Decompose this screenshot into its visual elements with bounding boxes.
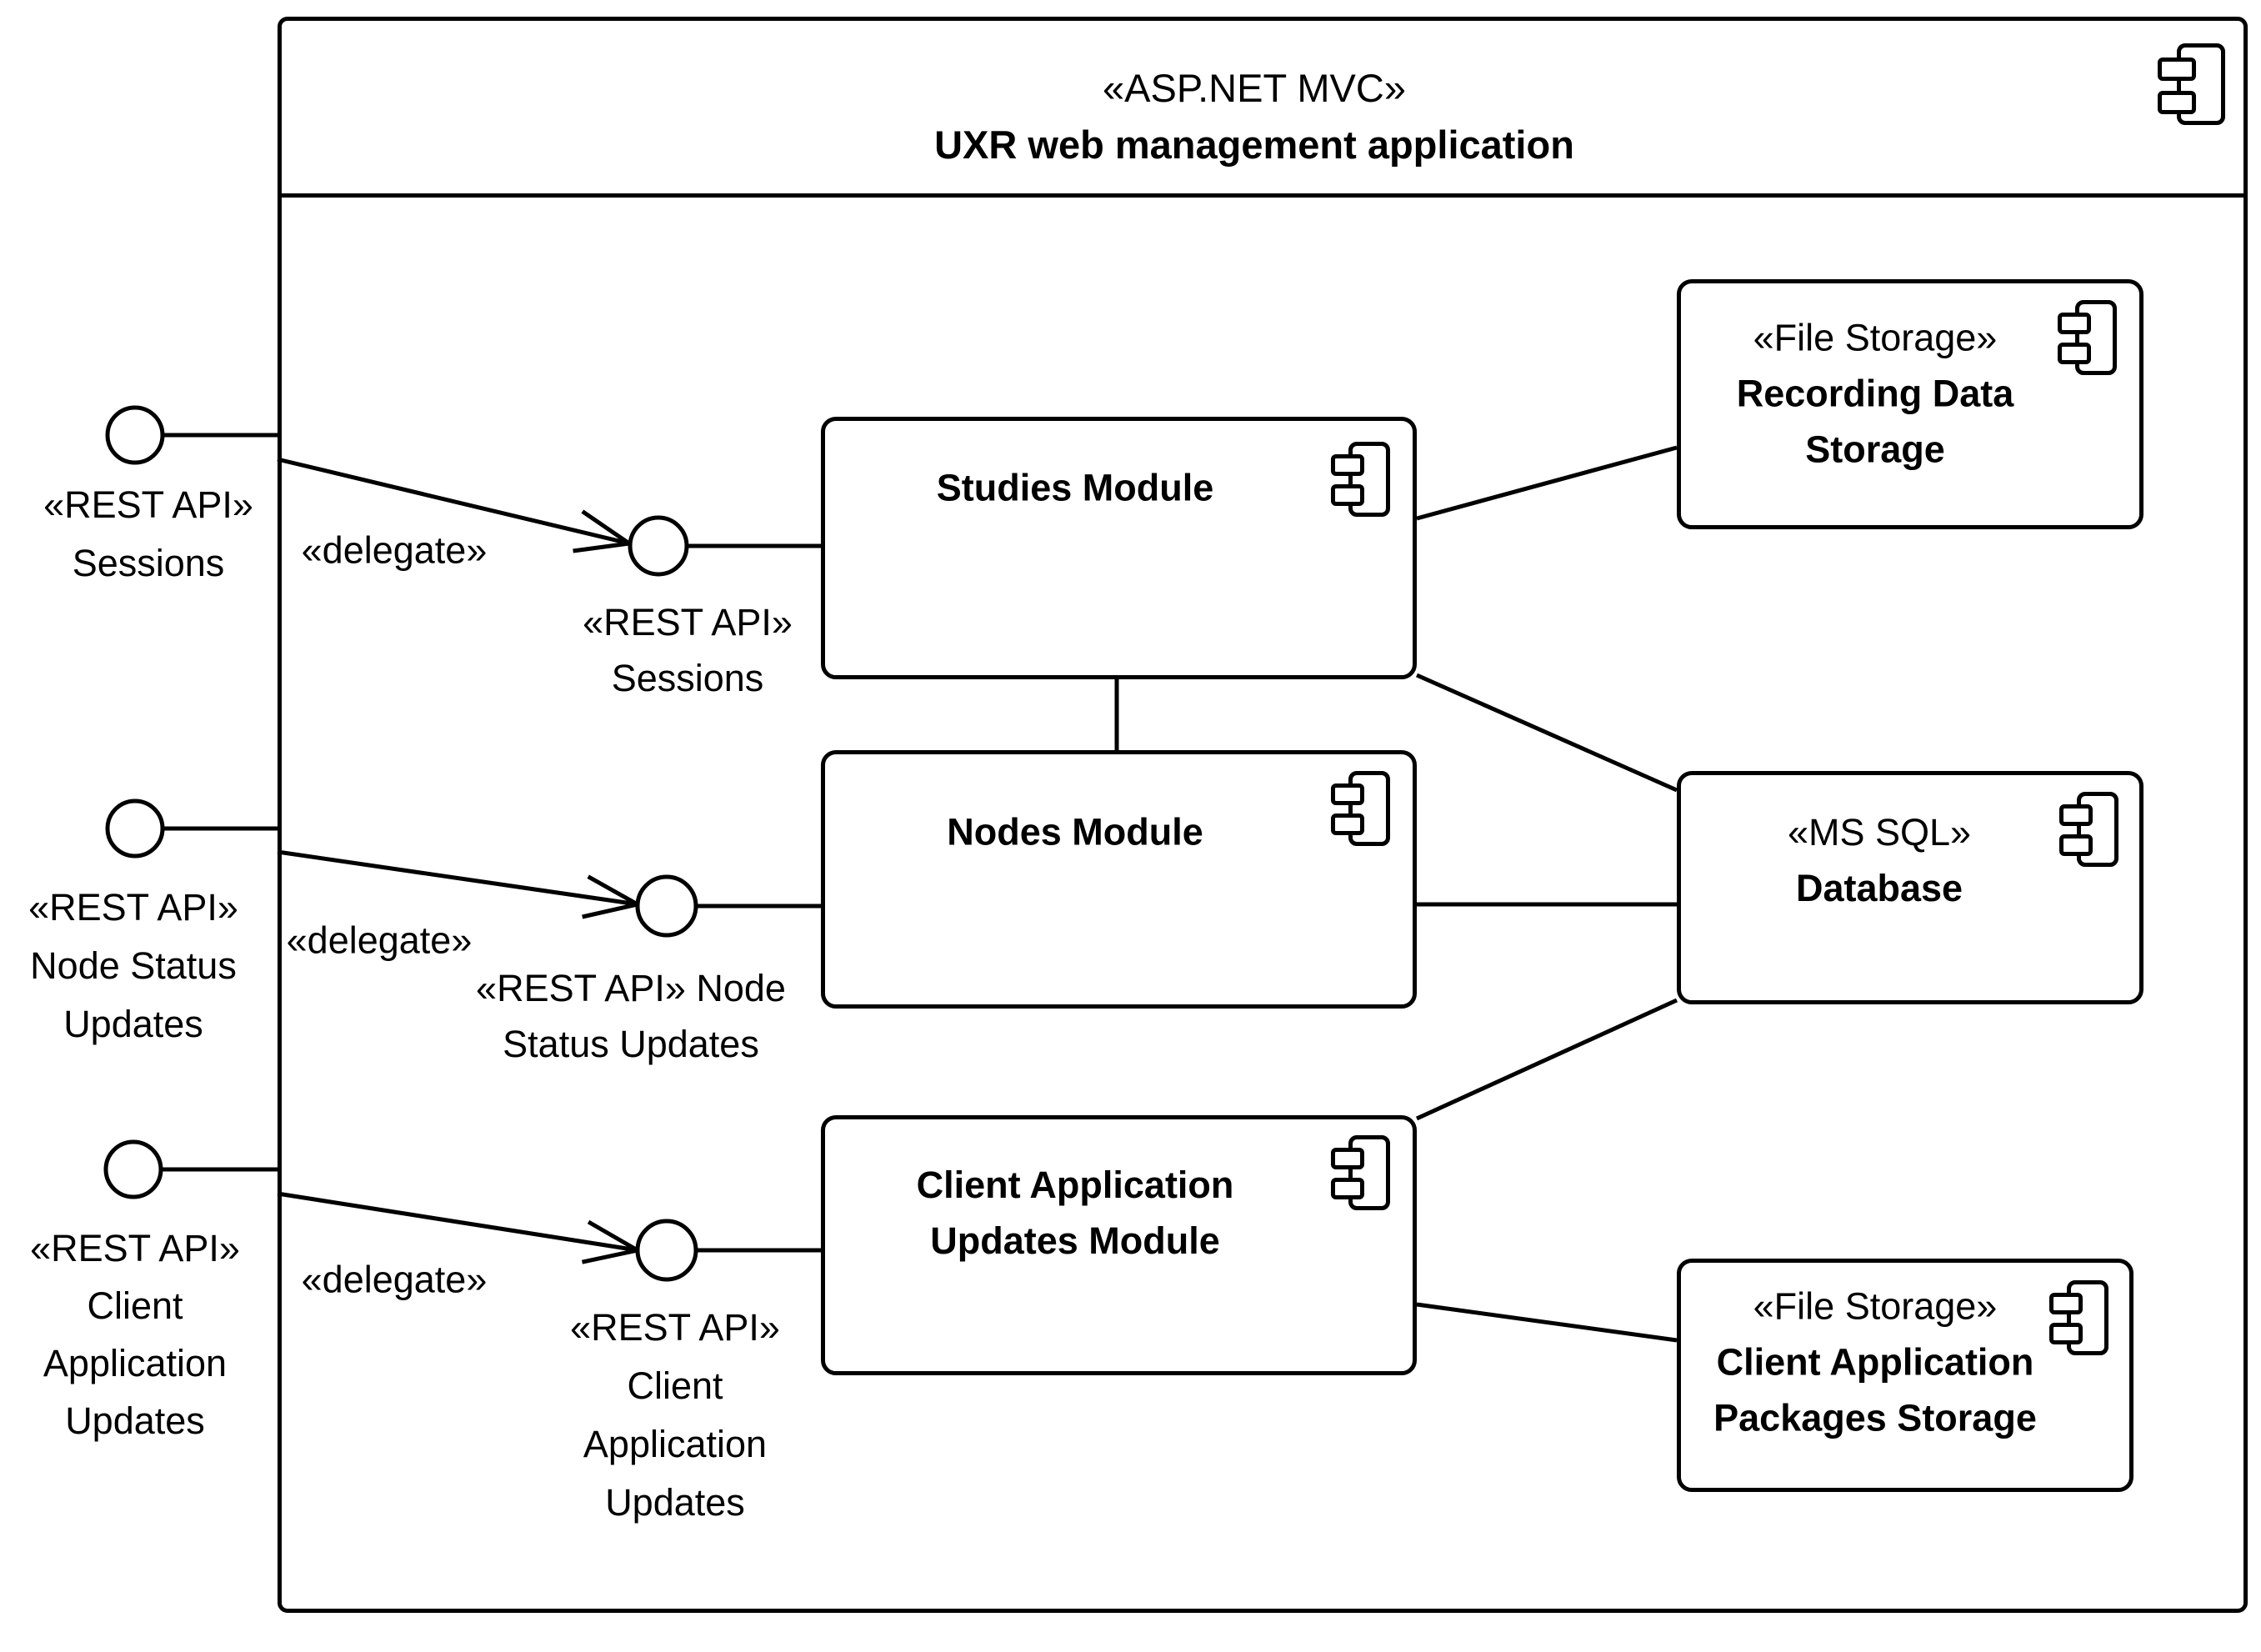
boundary-interface-node-status-label: «REST API» Node Status Updates bbox=[28, 886, 238, 1045]
boundary-lollipop-node-status-icon bbox=[105, 798, 165, 859]
internal-interface-node-status-label: «REST API» Node Status Updates bbox=[476, 967, 786, 1065]
boundary-interface-client-updates-label: «REST API» Client Application Updates bbox=[30, 1227, 240, 1442]
client-updates-module-title: Client Application Updates Module bbox=[916, 1164, 1234, 1262]
boundary-lollipop-sessions-icon bbox=[105, 405, 165, 465]
component-recording-data-storage bbox=[1677, 279, 2143, 529]
component-nodes-module bbox=[821, 750, 1417, 1009]
component-icon-recording-storage bbox=[2058, 300, 2117, 375]
internal-interface-client-updates-label: «REST API» Client Application Updates bbox=[570, 1306, 780, 1524]
component-studies-module bbox=[821, 417, 1417, 679]
component-icon-packages-storage bbox=[2049, 1280, 2108, 1355]
diagram-title: «ASP.NET MVC» UXR web management applica… bbox=[934, 60, 1574, 173]
component-icon-nodes bbox=[1331, 771, 1390, 846]
outer-header-separator bbox=[278, 193, 2248, 198]
diagram-title-stereotype: «ASP.NET MVC» bbox=[1103, 66, 1406, 110]
link-client-updates-to-database bbox=[1415, 998, 1678, 1121]
delegate-connector-sessions bbox=[277, 457, 630, 546]
component-icon-client-updates bbox=[1331, 1135, 1390, 1210]
delegate-label-client-updates: «delegate» bbox=[301, 1258, 488, 1301]
link-studies-to-database bbox=[1415, 673, 1678, 793]
link-client-updates-to-packages-storage bbox=[1416, 1302, 1678, 1343]
link-studies-to-recording-storage bbox=[1416, 445, 1678, 521]
boundary-interface-sessions-label: «REST API» Sessions bbox=[43, 483, 253, 584]
component-icon-database bbox=[2059, 792, 2118, 867]
diagram-title-name: UXR web management application bbox=[934, 123, 1574, 167]
delegate-connector-node-status bbox=[277, 849, 638, 907]
boundary-lollipop-client-updates-icon bbox=[103, 1139, 163, 1199]
studies-module-title: Studies Module bbox=[936, 466, 1214, 509]
nodes-module-title: Nodes Module bbox=[947, 810, 1203, 854]
packages-storage-title: «File Storage» Client Application Packag… bbox=[1713, 1279, 2037, 1446]
delegate-label-sessions: «delegate» bbox=[301, 528, 488, 572]
recording-storage-stereotype: «File Storage» bbox=[1753, 316, 1998, 359]
internal-interface-sessions-label: «REST API» Sessions bbox=[583, 601, 793, 699]
database-title: «MS SQL» Database bbox=[1788, 804, 1971, 916]
component-client-updates-module bbox=[821, 1115, 1417, 1375]
delegate-label-node-status: «delegate» bbox=[286, 919, 473, 962]
component-icon-studies bbox=[1331, 442, 1390, 517]
recording-data-storage-title: «File Storage» Recording Data Storage bbox=[1737, 310, 2014, 478]
database-stereotype: «MS SQL» bbox=[1787, 811, 1972, 854]
delegate-connector-client-updates bbox=[277, 1191, 638, 1253]
outer-component-aspnet-mvc bbox=[278, 17, 2248, 1613]
component-icon-outer bbox=[2158, 43, 2225, 125]
component-database bbox=[1677, 771, 2143, 1004]
packages-storage-stereotype: «File Storage» bbox=[1753, 1284, 1998, 1328]
